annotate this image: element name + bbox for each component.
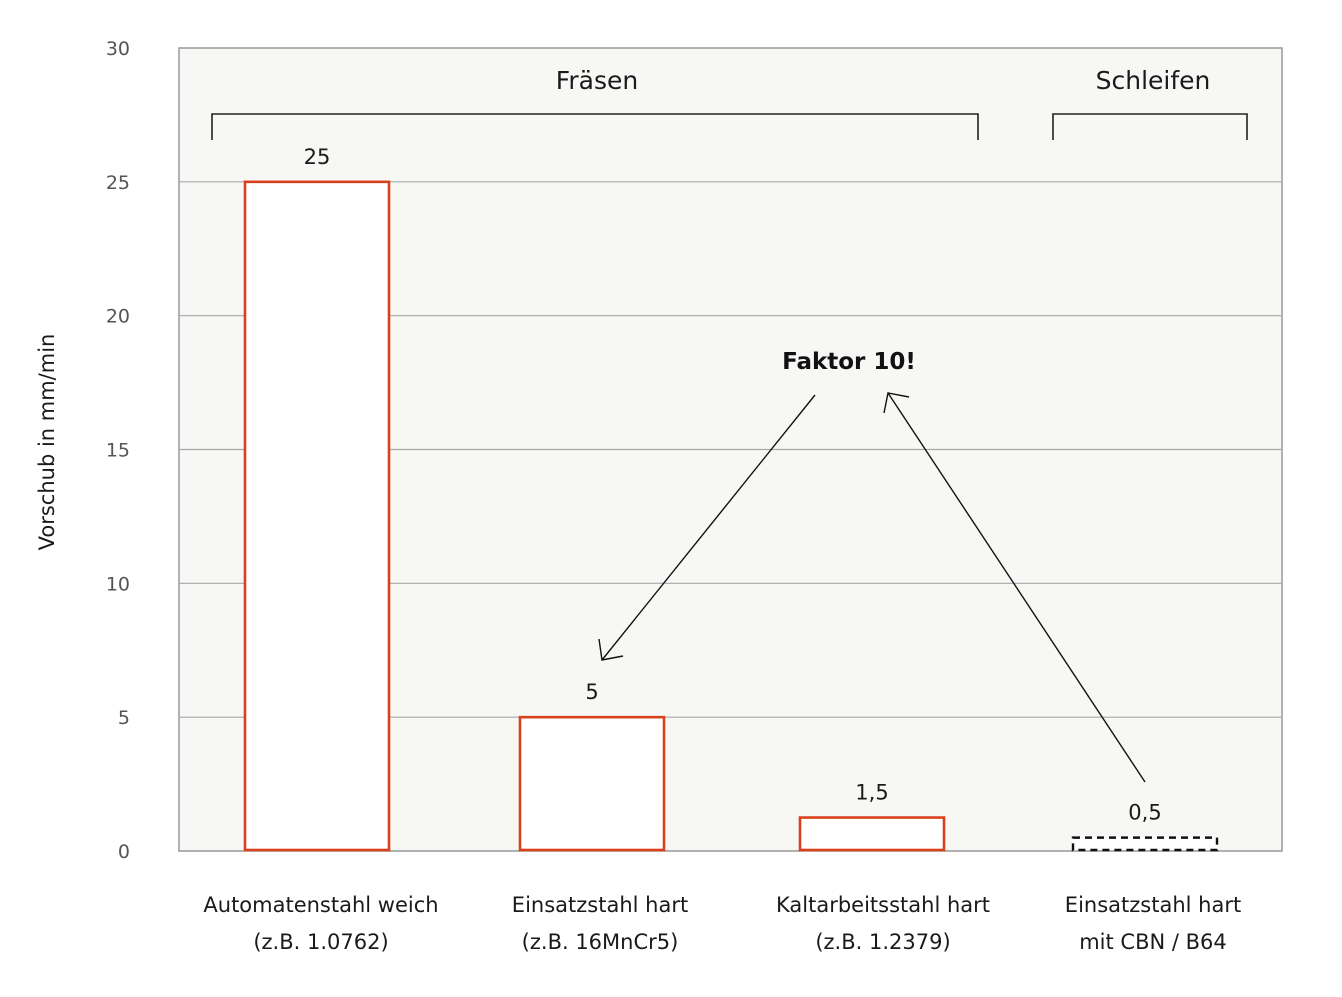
value-label: 1,5 <box>855 781 888 805</box>
annotation-arrowhead-left <box>598 638 624 661</box>
group-label: Fräsen <box>556 66 638 95</box>
group-label: Schleifen <box>1096 66 1211 95</box>
category-labels: Automatenstahl weich (z.B. 1.0762) Einsatz… <box>203 893 1241 954</box>
group-bracket <box>211 113 979 140</box>
category-label-line2: (z.B. 16MnCr5) <box>522 930 679 954</box>
category-label-line2: (z.B. 1.0762) <box>253 930 388 954</box>
annotation-arrowhead-right <box>883 392 910 414</box>
y-tick-label: 5 <box>118 707 130 729</box>
y-axis-label: Vorschub in mm/min <box>35 334 59 551</box>
annotation-label: Faktor 10! <box>782 349 916 375</box>
category-label-line1: Kaltarbeitsstahl hart <box>776 893 990 917</box>
y-tick-label: 30 <box>106 38 130 60</box>
category-label-line2: (z.B. 1.2379) <box>815 930 950 954</box>
annotation-arrow-left <box>601 394 816 661</box>
y-tick-label: 15 <box>106 440 130 462</box>
category-label-line1: Einsatzstahl hart <box>1065 893 1241 917</box>
value-labels: 25 5 1,5 0,5 <box>304 145 1162 825</box>
category-label-line2: mit CBN / B64 <box>1079 930 1227 954</box>
category-label-line1: Einsatzstahl hart <box>512 893 688 917</box>
annotation-arrow-right <box>887 392 1146 783</box>
bar <box>1071 836 1219 852</box>
bar <box>243 180 391 852</box>
annotation: Faktor 10! <box>598 349 1146 783</box>
y-tick-label: 20 <box>106 306 130 328</box>
bars <box>243 180 1219 852</box>
group-bracket <box>1052 113 1248 140</box>
category-label-line1: Automatenstahl weich <box>203 893 438 917</box>
bar <box>798 816 946 852</box>
value-label: 0,5 <box>1128 801 1161 825</box>
value-label: 5 <box>585 680 598 704</box>
y-tick-label: 10 <box>106 573 130 595</box>
group-brackets: Fräsen Schleifen <box>211 66 1248 140</box>
y-tick-label: 25 <box>106 172 130 194</box>
bar <box>518 715 666 852</box>
y-tick-label: 0 <box>118 841 130 863</box>
y-axis-ticks: 0 5 10 15 20 25 30 <box>106 38 130 863</box>
value-label: 25 <box>304 145 331 169</box>
